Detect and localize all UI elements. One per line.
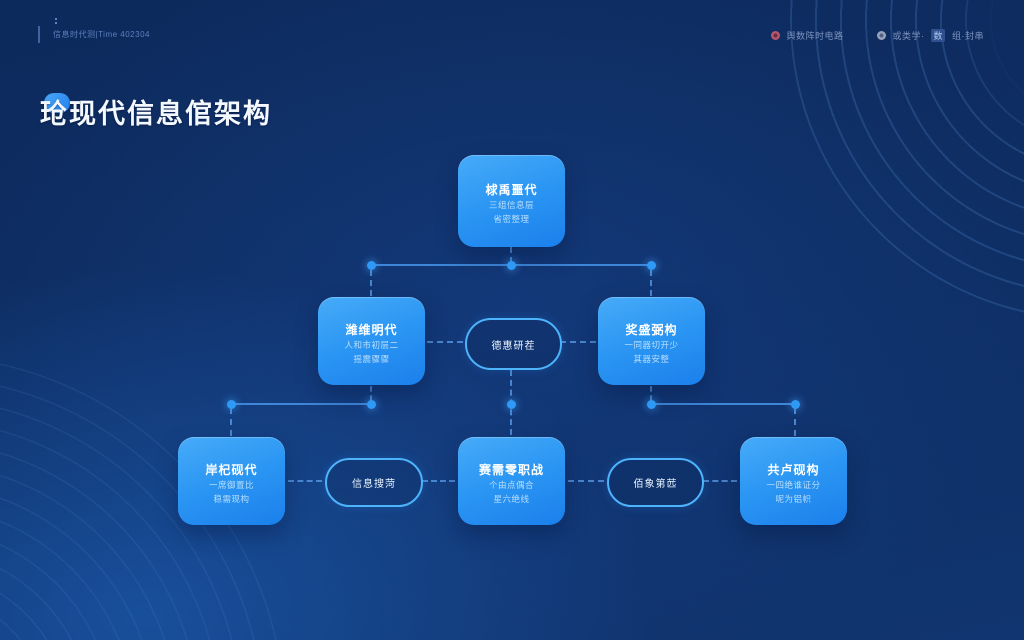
meta-item-1: 舆数阵时电路 (771, 29, 843, 42)
connector-h-mid-left (427, 341, 463, 343)
connector-v-to-bottom-left (230, 408, 232, 436)
connector-v-top (510, 247, 512, 263)
node-mid-right: 奖盛弼构 一同器切开少 其器安整 (598, 297, 705, 385)
node-subline: 呢为铝帜 (775, 494, 812, 504)
node-mid-left: 潍维明代 人和市初层二 摇震骤骤 (318, 297, 425, 385)
connector-h-bottom-1 (288, 480, 322, 482)
meta-item-2: 或类学· 数 组·封串 (877, 29, 984, 42)
node-bottom-left: 岸杞砚代 一席御置比 稳需现构 (178, 437, 285, 525)
node-top: 梂禹噩代 三组信息层 省密整理 (458, 155, 565, 247)
node-subline: 其器安整 (633, 354, 670, 364)
node-title: 梂禹噩代 (485, 183, 538, 197)
red-donut-icon (771, 31, 781, 40)
header-meta-left: 信息时代测|Time 402304 (38, 18, 150, 43)
connector-h-bottom-3 (568, 480, 604, 482)
decor-arcs-top-right (790, 0, 1024, 320)
pill-mid: 德惠研茬 (465, 318, 562, 370)
connector-v-to-mid-right (650, 270, 652, 296)
meta-badge: 数 (931, 29, 945, 42)
node-subline: 个由点偶合 (488, 480, 534, 490)
meta-item-2-label-before: 或类学· (892, 31, 925, 41)
node-subline: 省密整理 (493, 214, 530, 224)
meta-caption: 信息时代测|Time 402304 (53, 30, 150, 39)
node-title: 共卢砚构 (767, 463, 820, 477)
page-title: 玱现代信息倌架构 (40, 99, 272, 129)
title-accent-dot (44, 93, 70, 113)
meta-item-1-label: 舆数阵时电路 (786, 31, 844, 41)
node-subline: 三组信息层 (488, 200, 534, 210)
gray-circle-icon (877, 31, 887, 40)
node-bottom-center: 赛需零职战 个由点偶合 星六绝线 (458, 437, 565, 525)
junction-dot (791, 400, 800, 409)
connector-v-to-mid-left (370, 270, 372, 296)
junction-dot (227, 400, 236, 409)
junction-dot (367, 400, 376, 409)
tick-mark (55, 18, 57, 20)
pill-bottom-right: 佰象第苉 (607, 458, 704, 507)
node-title: 赛需零职战 (478, 463, 544, 477)
connector-v-from-mid-right (650, 386, 652, 401)
node-subline: 一同器切开少 (624, 340, 679, 350)
meta-item-2-label-after: 组·封串 (952, 31, 984, 41)
connector-h-bottom-2 (422, 480, 455, 482)
node-bottom-right: 共卢砚构 一四绝谁证分 呢为铝帜 (740, 437, 847, 525)
junction-dot (647, 400, 656, 409)
node-subline: 一席御置比 (208, 480, 254, 490)
node-title: 岸杞砚代 (205, 463, 258, 477)
header-meta-right: 舆数阵时电路 或类学· 数 组·封串 (771, 29, 984, 42)
junction-dot (647, 261, 656, 270)
node-title: 潍维明代 (345, 323, 398, 337)
junction-dot (367, 261, 376, 270)
connector-h-mid-right (560, 341, 596, 343)
node-subline: 摇震骤骤 (353, 354, 390, 364)
connector-h-row2-right (651, 403, 796, 405)
connector-h-bottom-4 (703, 480, 737, 482)
pill-bottom-left: 信息搜菏 (325, 458, 423, 507)
node-title: 奖盛弼构 (625, 323, 678, 337)
junction-dot (507, 261, 516, 270)
connector-v-from-mid-left (370, 386, 372, 401)
node-subline: 星六绝线 (493, 494, 530, 504)
node-subline: 人和市初层二 (344, 340, 399, 350)
node-subline: 稳需现构 (213, 494, 250, 504)
connector-h-row2-left (231, 403, 372, 405)
divider-bar (38, 26, 40, 43)
node-subline: 一四绝谁证分 (766, 480, 821, 490)
junction-dot (507, 400, 516, 409)
title-block: 玱现代信息倌架构 (40, 92, 272, 131)
connector-v-to-bottom-right (794, 408, 796, 436)
